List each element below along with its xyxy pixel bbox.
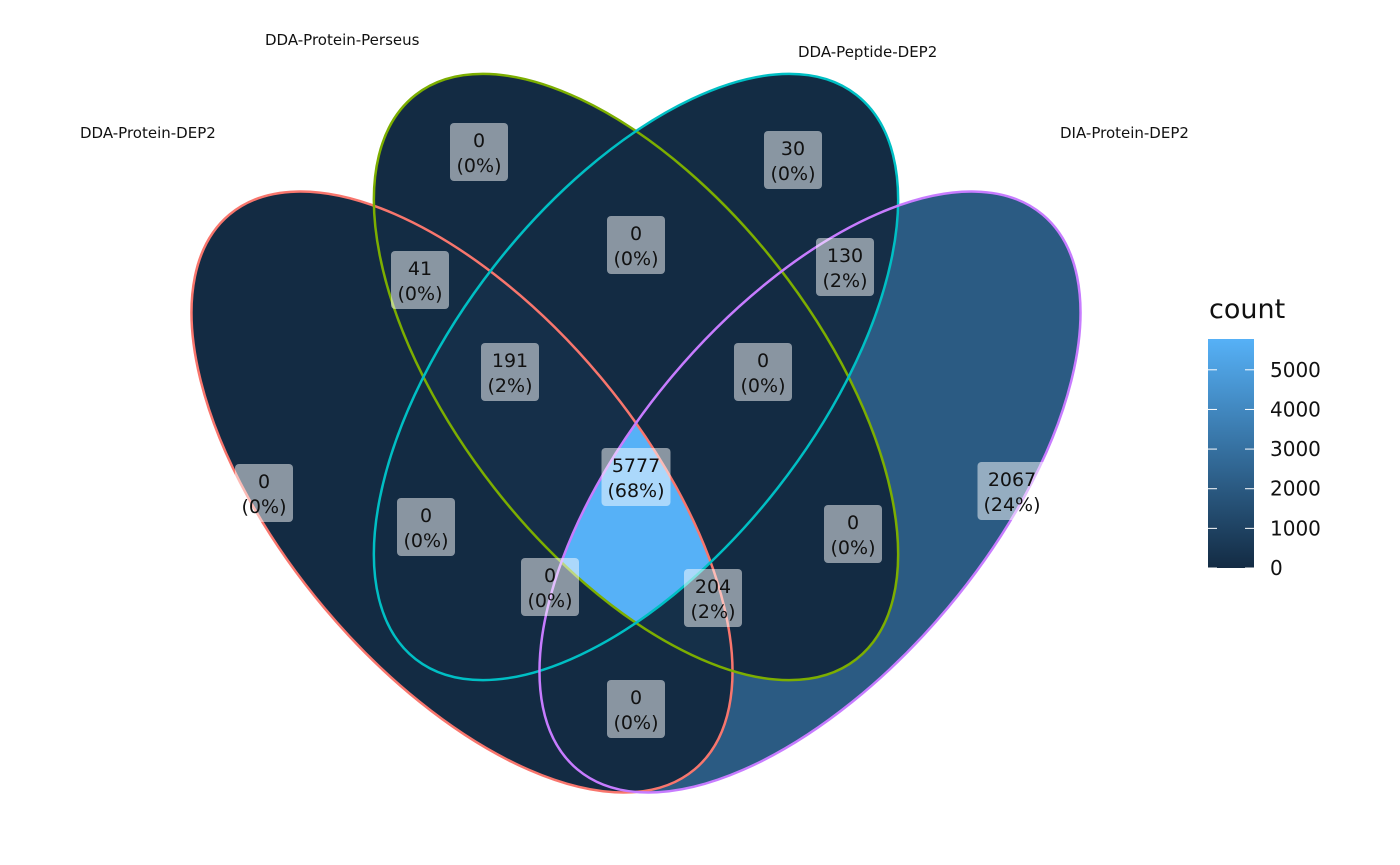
region-label-c: 30 (0%)	[764, 131, 822, 189]
region-label-ab: 41 (0%)	[391, 251, 449, 309]
region-percent: (2%)	[691, 601, 736, 623]
set-outline-dda-protein-perseus	[372, 72, 900, 682]
region-label-d: 2067 (24%)	[977, 462, 1047, 520]
region-percent: (2%)	[823, 270, 868, 292]
region-percent: (0%)	[614, 712, 659, 734]
region-label-abcd: 5777 (68%)	[601, 448, 671, 506]
region-labels: 0 (0%) 0 (0%) 30 (0%) 2067 (24%) 41 (0%) 0 (0%) 130 (…	[235, 123, 1047, 738]
legend-tick-label: 2000	[1270, 477, 1321, 501]
region-percent: (0%)	[404, 530, 449, 552]
region-count: 130	[827, 245, 863, 267]
region-count: 0	[420, 505, 432, 527]
region-count: 204	[695, 576, 731, 598]
legend-colorbar	[1208, 339, 1254, 568]
set-outline-dda-peptide-dep2	[372, 72, 900, 682]
legend-tick-label: 3000	[1270, 437, 1321, 461]
region-label-acd: 0 (0%)	[521, 558, 579, 616]
set-label-dda-protein-perseus: DDA-Protein-Perseus	[265, 31, 420, 49]
region-label-cd: 130 (2%)	[816, 238, 874, 296]
region-percent: (0%)	[771, 163, 816, 185]
region-label-b: 0 (0%)	[450, 123, 508, 181]
region-percent: (0%)	[528, 590, 573, 612]
region-label-ac: 0 (0%)	[397, 498, 455, 556]
set-outlines	[190, 72, 1082, 794]
set-label-dia-protein-dep2: DIA-Protein-DEP2	[1060, 124, 1189, 142]
set-outline-dda-protein-dep2	[190, 190, 734, 794]
region-label-bc: 0 (0%)	[607, 216, 665, 274]
region-label-bd: 0 (0%)	[824, 505, 882, 563]
region-label-ad: 0 (0%)	[607, 680, 665, 738]
set-outline-dia-protein-dep2	[538, 190, 1082, 794]
region-percent: (0%)	[741, 375, 786, 397]
region-percent: (0%)	[242, 496, 287, 518]
region-percent: (68%)	[607, 480, 664, 502]
region-percent: (24%)	[983, 494, 1040, 516]
legend-tick-label: 5000	[1270, 358, 1321, 382]
region-count: 0	[544, 565, 556, 587]
region-count: 2067	[988, 469, 1036, 491]
set-labels: DDA-Protein-DEP2 DDA-Protein-PerseusDDA-P…	[80, 31, 1189, 142]
region-label-abc: 191 (2%)	[481, 343, 539, 401]
region-count: 0	[473, 130, 485, 152]
region-count: 0	[757, 350, 769, 372]
region-percent: (0%)	[457, 155, 502, 177]
region-percent: (2%)	[488, 375, 533, 397]
legend-tick-label: 1000	[1270, 516, 1321, 540]
region-count: 0	[847, 512, 859, 534]
legend-title: count	[1209, 294, 1285, 325]
region-percent: (0%)	[614, 248, 659, 270]
legend-tick-label: 4000	[1270, 397, 1321, 421]
region-count: 0	[630, 687, 642, 709]
region-count: 191	[492, 350, 528, 372]
region-count: 41	[408, 258, 432, 280]
region-count: 5777	[612, 455, 660, 477]
region-percent: (0%)	[398, 283, 443, 305]
region-count: 0	[258, 471, 270, 493]
set-label-dda-peptide-dep2: DDA-Peptide-DEP2	[798, 43, 937, 61]
region-label-bcd: 0 (0%)	[734, 343, 792, 401]
legend-tick-label: 0	[1270, 556, 1283, 580]
region-count: 0	[630, 223, 642, 245]
region-label-abd: 204 (2%)	[684, 569, 742, 627]
region-label-a: 0 (0%)	[235, 464, 293, 522]
region-percent: (0%)	[831, 537, 876, 559]
set-label-dda-protein-dep2: DDA-Protein-DEP2	[80, 124, 216, 142]
region-count: 30	[781, 138, 805, 160]
count-legend: count 0 1000 2000 3000 4000 5000	[1208, 294, 1321, 580]
